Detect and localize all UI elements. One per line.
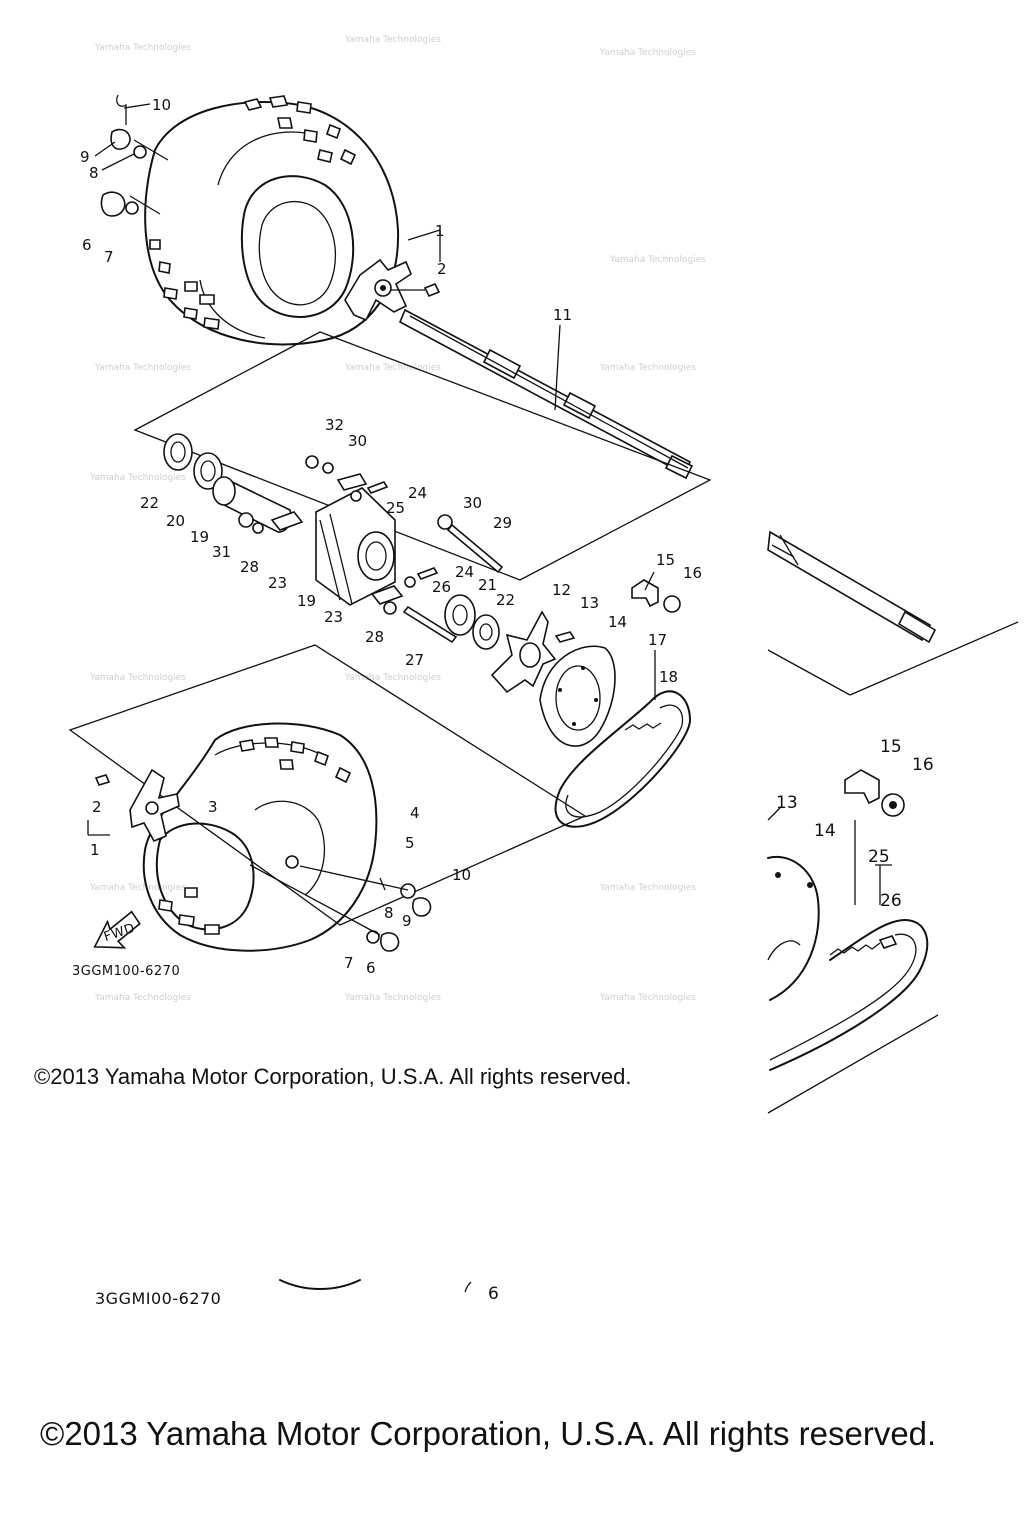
callout-13: 13 [580,594,599,612]
watermark: Yamaha Technologies [94,43,191,53]
callout-19b: 21 [478,576,497,594]
top-wheel-hardware [100,94,169,217]
callout-19a: 20 [166,512,185,530]
watermark: Yamaha Technologies [599,48,696,58]
watermark: Yamaha Technologies [94,993,191,1003]
callout-27: 27 [405,651,424,669]
callout-5: 5 [405,834,415,852]
callout-28a: 28 [240,558,259,576]
watermark: Yamaha Technologies [344,35,441,45]
watermark: Yamaha Technologies [89,473,186,483]
callout-1: 1 [435,222,445,240]
callout-9: 9 [80,148,90,166]
callout-7b: 7 [344,954,354,972]
callout-21: 22 [140,494,159,512]
callout-14: 14 [608,613,627,631]
bottom-tread-pattern [158,737,352,935]
callout-18: 19 [190,528,209,546]
sprocket-hub-group [444,594,576,694]
copyright-notice-large: ©2013 Yamaha Motor Corporation, U.S.A. A… [40,1415,937,1452]
callout-1b: 1 [90,841,100,859]
callouts-zoom: 13 14 15 16 25 26 [776,737,934,911]
callout-8: 8 [89,164,99,182]
watermark: Yamaha Technologies [89,883,186,893]
callout-30b: 30 [463,494,482,512]
callout-6: 6 [82,236,92,254]
sprocket [539,645,616,747]
watermark: Yamaha Technologies [609,255,706,265]
center-bearing-group [163,433,334,534]
watermark: Yamaha Technologies [344,993,441,1003]
callout-17: 19 [297,592,316,610]
callout-23a: 24 [408,484,427,502]
callout-31: 31 [212,543,231,561]
watermark: Yamaha Technologies [599,993,696,1003]
top-wheel-hub [344,258,441,322]
callout-leaders [87,103,656,891]
callout-9b: 9 [402,912,412,930]
callout-4: 4 [410,804,420,822]
callout-16: 16 [683,564,702,582]
bottom-wheel-hub [94,768,432,952]
callout-30a: 30 [348,432,367,450]
callout-3: 3 [208,798,218,816]
callout-26: 18 [659,668,678,686]
zoom-drawing-code: 3GGMI00-6270 [95,1289,221,1308]
callout-10b: 10 [452,866,471,884]
callout-25: 17 [648,631,667,649]
callout-22b: 23 [324,608,343,626]
assembly-frame-lower [68,644,587,926]
callout-32: 32 [325,416,344,434]
callout-28b: 28 [365,628,384,646]
zoom-callout-13: 13 [776,793,798,813]
zoom-callout-26: 26 [880,891,902,911]
watermark: Yamaha Technologies [344,673,441,683]
callout-22a: 23 [268,574,287,592]
zoom-callout-15: 15 [880,737,902,757]
callout-24b: 26 [432,578,451,596]
callout-15: 15 [656,551,675,569]
chain-guard [631,579,681,613]
watermark: Yamaha Technologies [89,673,186,683]
callout-24a: 25 [386,499,405,517]
callout-10: 10 [152,96,171,114]
zoom-callout-25: 25 [868,847,890,867]
fwd-arrow: FWD [93,910,141,949]
zoom-callout-16: 16 [912,755,934,775]
watermark: Yamaha Technologies [94,363,191,373]
watermark: Yamaha Technologies [344,363,441,373]
drawing-code: 3GGM100-6270 [72,964,180,979]
zoom-bottom-fragment: 6 3GGMI00-6270 [95,1279,499,1308]
watermark-layer: Yamaha Technologies Yamaha Technologies … [89,35,706,1003]
housing-bolts [350,481,504,644]
drive-chain [554,690,691,828]
callout-8b: 8 [384,904,394,922]
callouts-main: 10 9 8 6 7 1 2 11 32 30 22 20 19 31 28 2… [80,96,702,977]
zoom-sprocket-detail [767,769,905,1001]
bottom-wheel-tire [142,722,378,952]
zoom-callout-14: 14 [814,821,836,841]
watermark: Yamaha Technologies [599,363,696,373]
zoom-axle-detail [767,530,1019,696]
rear-axle [398,308,694,480]
callout-20: 22 [496,591,515,609]
copyright-notice-small: ©2013 Yamaha Motor Corporation, U.S.A. A… [34,1064,632,1089]
callout-12: 12 [552,581,571,599]
callout-29: 29 [493,514,512,532]
zoom-callout-6: 6 [488,1284,499,1304]
callout-23b: 24 [455,563,474,581]
callout-11: 11 [553,306,572,324]
tread-pattern [149,95,357,330]
callout-2b: 2 [92,798,102,816]
watermark: Yamaha Technologies [599,883,696,893]
callout-7: 7 [104,248,114,266]
zoom-chain-detail [767,807,939,1114]
axle-housing [315,473,404,615]
callout-2: 2 [437,260,447,278]
callout-6b: 6 [366,959,376,977]
